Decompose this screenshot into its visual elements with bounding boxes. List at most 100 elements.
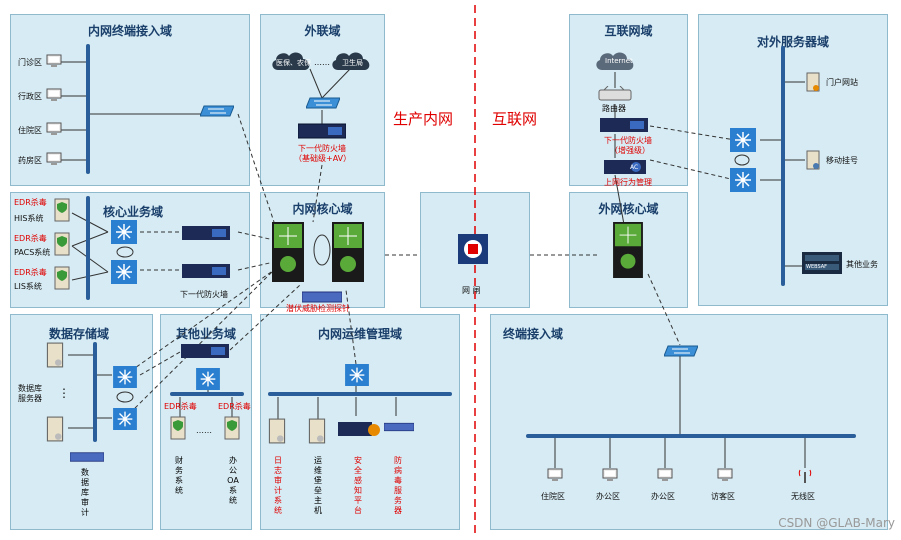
oa-label: 办公OA系统 — [227, 456, 239, 505]
core-switch-icon — [272, 222, 304, 282]
switch-icon — [306, 97, 340, 109]
switch-icon — [113, 408, 137, 430]
pc-label: 住院区 — [18, 126, 42, 135]
router-label: 路由器 — [602, 104, 626, 113]
computer-icon — [46, 122, 62, 135]
terminal-label: 无线区 — [791, 492, 815, 501]
ops-bus — [268, 392, 452, 396]
av-server-icon — [384, 422, 414, 432]
zone-core-business: 核心业务域 — [10, 192, 250, 308]
bastion-server-icon — [308, 418, 326, 444]
server-bus — [781, 46, 785, 286]
edr-server-icon — [54, 232, 70, 256]
switch-icon — [730, 128, 756, 152]
terminal-label: 办公区 — [651, 492, 675, 501]
terminal-label: 办公区 — [596, 492, 620, 501]
firewall-icon — [298, 123, 346, 139]
cloud-icon — [332, 52, 370, 70]
zone-title: 对外服务器域 — [756, 35, 829, 49]
switch-icon — [196, 368, 220, 390]
probe-icon — [302, 291, 342, 303]
system-label: PACS系统 — [14, 248, 51, 257]
zone-title: 互联网域 — [604, 24, 653, 38]
zone-title: 外网核心域 — [598, 202, 659, 216]
core-business-bus — [86, 196, 90, 300]
edr-label: EDR杀毒 — [164, 402, 197, 411]
pc-label: 门诊区 — [18, 58, 42, 67]
zone-title: 数据存储域 — [49, 327, 110, 341]
computer-icon — [46, 152, 62, 165]
ac-label: AC — [630, 164, 639, 171]
pc-label: 药房区 — [18, 156, 42, 165]
edr-server-icon — [54, 266, 70, 290]
firewall-icon — [600, 118, 648, 132]
firewall-label: 下一代防火墙 — [180, 290, 228, 299]
switch-icon — [111, 260, 137, 284]
internet-header: 互联网 — [492, 110, 538, 128]
firewall-sublabel: （基础级+AV） — [294, 154, 352, 163]
switch-icon — [664, 345, 698, 357]
edr-label: EDR杀毒 — [14, 234, 47, 243]
computer-icon — [602, 468, 618, 481]
router-icon — [598, 86, 632, 101]
gateway-icon — [458, 234, 488, 264]
computer-icon — [46, 54, 62, 67]
behavior-label: 上网行为管理 — [604, 178, 652, 187]
db-server-icon — [46, 416, 64, 442]
firewall-icon — [182, 264, 230, 278]
edr-server-icon — [170, 416, 186, 440]
core-switch-icon — [613, 222, 643, 278]
firewall-sublabel: （增强级） — [610, 146, 650, 155]
finance-label: 财务系统 — [175, 456, 183, 495]
sec-label: 安全感知平台 — [354, 456, 362, 515]
cloud-label: 医保、农保 — [276, 59, 311, 67]
zone-title: 内网运维管理域 — [317, 327, 402, 341]
firewall-label: 下一代防火墙 — [298, 144, 346, 153]
zone-title: 内网终端接入域 — [87, 24, 172, 38]
edr-label: EDR杀毒 — [14, 268, 47, 277]
db-audit-icon — [70, 452, 104, 462]
cloud-label: 卫生局 — [342, 59, 363, 67]
server-icon — [806, 72, 820, 92]
zone-title: 内网核心域 — [292, 202, 353, 216]
log-server-icon — [268, 418, 286, 444]
zone-data-storage: 数据存储域 — [10, 314, 153, 530]
terminal-access-bus — [526, 434, 856, 438]
log-label: 日志审计系统 — [274, 456, 282, 515]
probe-label: 潜伏威胁检测探针 — [286, 304, 350, 313]
waf-icon — [802, 252, 842, 274]
computer-icon — [717, 468, 733, 481]
switch-icon — [113, 366, 137, 388]
db-server-label: 数据库服务器 — [18, 384, 42, 403]
bastion-label: 运维堡垒主机 — [314, 456, 322, 515]
internet-cloud-icon — [596, 52, 634, 70]
system-label: LIS系统 — [14, 282, 42, 291]
edr-label: EDR杀毒 — [218, 402, 251, 411]
zone-extranet: 外联域 — [260, 14, 385, 186]
server-label: 移动挂号 — [826, 156, 858, 165]
watermark: CSDN @GLAB-Mary — [778, 516, 895, 530]
pc-label: 行政区 — [18, 92, 42, 101]
other-dots: …… — [196, 426, 212, 435]
computer-icon — [657, 468, 673, 481]
db-dots: ⋮ — [58, 386, 70, 400]
behavior-mgmt-icon — [604, 160, 646, 174]
firewall-icon — [181, 344, 229, 358]
cloud-icon — [272, 52, 310, 70]
production-network-header: 生产内网 — [393, 110, 454, 128]
zone-title: 其他业务域 — [175, 327, 236, 341]
gateway-label: 网 闸 — [462, 286, 481, 295]
switch-icon — [111, 220, 137, 244]
db-audit-label: 数据库审计 — [81, 468, 89, 517]
firewall-icon — [182, 226, 230, 240]
system-label: HIS系统 — [14, 214, 44, 223]
av-label: 防病毒服务器 — [394, 456, 402, 515]
edr-server-icon — [224, 416, 240, 440]
waf-label: WEBSAF — [806, 264, 828, 270]
wireless-icon — [798, 469, 812, 483]
sec-platform-icon — [338, 422, 380, 436]
server-label: 门户网站 — [826, 78, 858, 87]
edr-server-icon — [54, 198, 70, 222]
terminal-label: 住院区 — [541, 492, 565, 501]
zone-title: 核心业务域 — [103, 205, 164, 219]
